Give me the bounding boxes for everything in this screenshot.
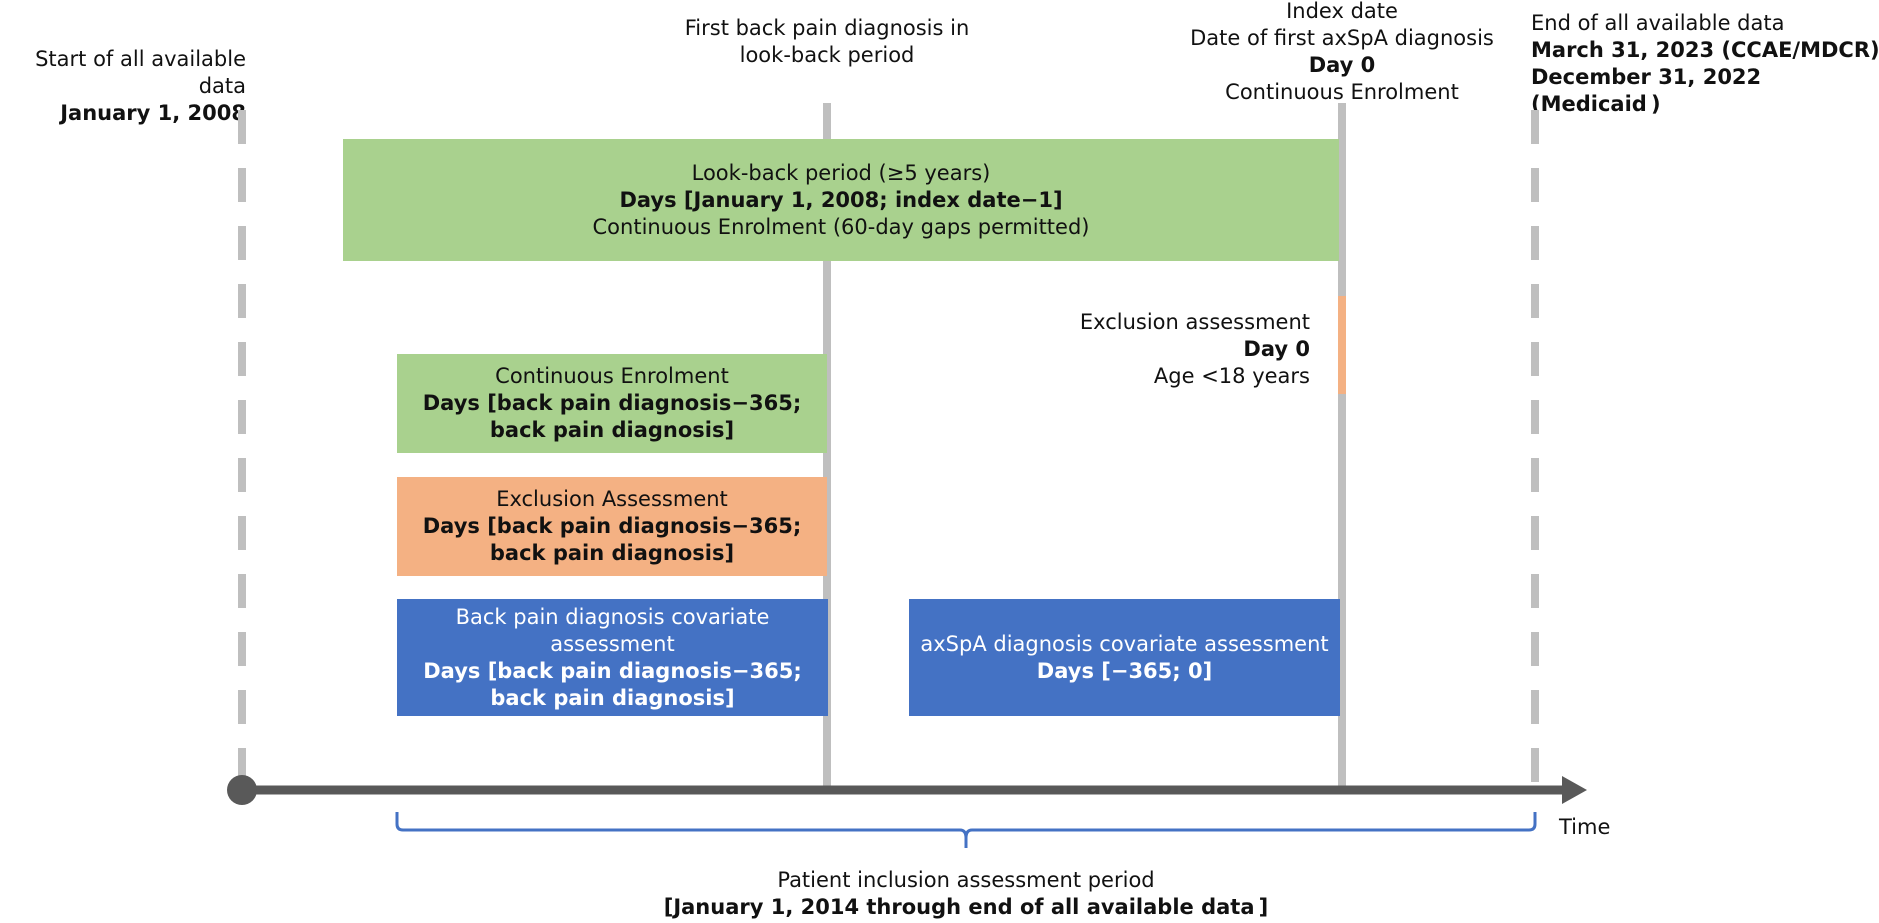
index-date-title: Index date [1286,0,1398,23]
inclusion-period-label: Patient inclusion assessment period [Jan… [566,867,1366,921]
start-dashed-line [238,110,246,790]
inclusion-period-title: Patient inclusion assessment period [777,868,1155,892]
inclusion-period-bracket [395,812,1537,848]
index-date-desc: Date of first axSpA diagnosis [1190,26,1494,50]
index-exclusion-day: Day 0 [1243,337,1310,361]
index-date-day: Day 0 [1308,53,1376,77]
index-date-label: Index date Date of first axSpA diagnosis… [1142,0,1542,106]
back-pain-covariate-box: Back pain diagnosis covariate assessment… [397,599,828,716]
index-exclusion-title: Exclusion assessment [1079,310,1310,334]
ce-days-line2: back pain diagnosis] [489,418,735,442]
back-pain-marker-line2: look-back period [739,43,915,67]
ce-title: Continuous Enrolment [495,364,729,388]
lookback-enrolment: Continuous Enrolment (60-day gaps permit… [592,214,1090,239]
ea-days-line2: back pain diagnosis] [489,541,735,565]
start-marker-date: January 1, 2008 [60,101,246,125]
timeline-arrowhead-icon [1562,776,1587,804]
index-date-vertical-line [1338,103,1346,790]
bpc-days-line2: back pain diagnosis] [490,685,735,710]
axspa-covariate-box: axSpA diagnosis covariate assessment Day… [909,599,1340,716]
lookback-days: Days [January 1, 2008; index date−1] [619,187,1063,212]
index-exclusion-criterion: Age <18 years [1153,364,1310,388]
end-marker-title: End of all available data [1531,11,1785,35]
exclusion-assessment-box: Exclusion Assessment Days [back pain dia… [397,477,827,576]
lookback-period-box: Look-back period (≥5 years) Days [Januar… [343,139,1339,261]
back-pain-marker-label: First back pain diagnosis in look-back p… [627,15,1027,69]
ea-days-line1: Days [back pain diagnosis−365; [422,514,802,538]
index-exclusion-marker [1338,296,1346,394]
end-marker-date-ccae: March 31, 2023 (CCAE/MDCR) [1531,38,1879,62]
end-marker-date-medicaid: December 31, 2022 (Medicaid ) [1531,65,1762,116]
bpc-title-line1: Back pain diagnosis covariate [455,604,770,629]
axis-time-label: Time [1559,815,1611,839]
axspa-title: axSpA diagnosis covariate assessment [920,631,1329,656]
bpc-days-line1: Days [back pain diagnosis−365; [423,658,802,683]
ce-days-line1: Days [back pain diagnosis−365; [422,391,802,415]
start-marker-label: Start of all available data January 1, 2… [0,46,246,127]
lookback-title: Look-back period (≥5 years) [691,160,991,185]
timeline-start-dot [227,775,257,805]
inclusion-period-range: [January 1, 2014 through end of all avai… [663,895,1269,919]
back-pain-marker-line1: First back pain diagnosis in [684,16,970,40]
end-dashed-line [1531,110,1539,790]
back-pain-vertical-line [823,103,831,790]
continuous-enrolment-box: Continuous Enrolment Days [back pain dia… [397,354,827,453]
bpc-title-line2: assessment [550,631,675,656]
index-date-enrolment: Continuous Enrolment [1225,80,1459,104]
start-marker-title: Start of all available data [35,47,246,98]
ea-title: Exclusion Assessment [496,487,728,511]
end-marker-label: End of all available data March 31, 2023… [1531,10,1879,118]
axspa-days: Days [−365; 0] [1036,658,1213,683]
index-exclusion-label: Exclusion assessment Day 0 Age <18 years [1000,309,1310,390]
